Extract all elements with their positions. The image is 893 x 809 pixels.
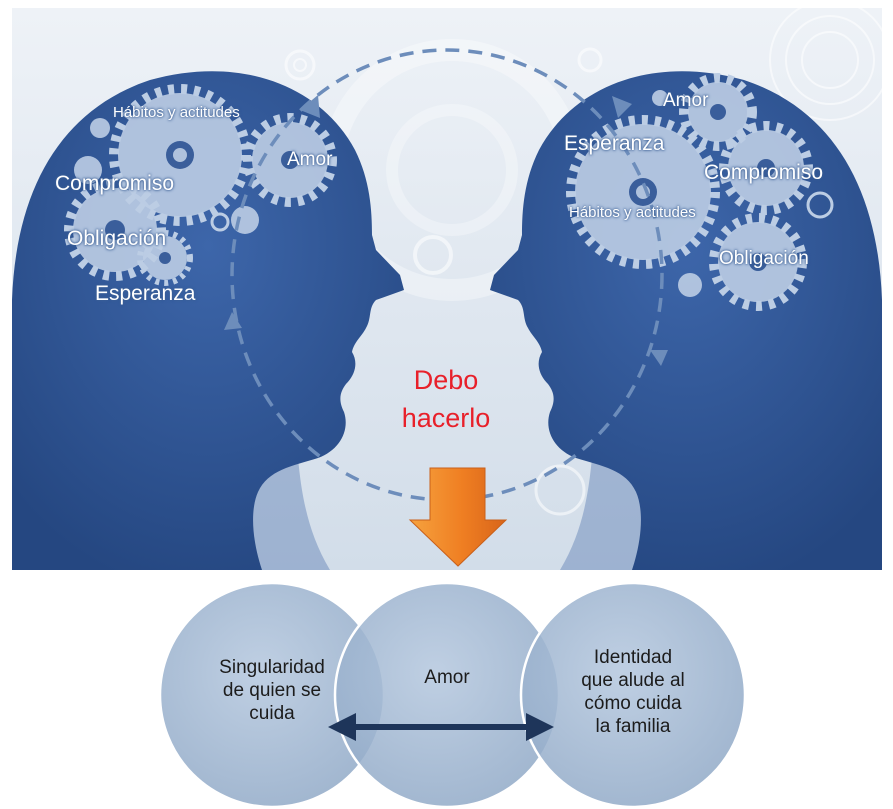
left-head-gears (73, 93, 328, 280)
right-label-commitment: Compromiso (704, 161, 824, 184)
venn-middle-text: Amor (424, 667, 470, 688)
right-label-habits: Hábitos y actitudes (569, 204, 696, 221)
right-label-obligation: Obligación (719, 248, 809, 269)
right-head-gears (575, 82, 834, 302)
venn-left-line: cuida (249, 703, 295, 724)
venn-diagram (158, 581, 747, 809)
right-gear-teeth (566, 73, 813, 311)
left-gear-teeth (64, 84, 337, 286)
left-label-obligation: Obligación (67, 227, 167, 250)
venn-left-line: de quien se (222, 680, 322, 701)
left-label-hope: Esperanza (95, 282, 196, 305)
center-text-line2: hacerlo (401, 403, 491, 433)
left-label-commitment: Compromiso (55, 172, 175, 195)
venn-right-line: cómo cuida (584, 693, 682, 714)
double-headed-arrow (328, 713, 554, 741)
right-label-hope: Esperanza (564, 132, 665, 155)
venn-left-line: Singularidad (219, 657, 325, 678)
venn-right-line: Identidad (593, 647, 673, 668)
right-label-love: Amor (663, 90, 709, 111)
down-arrow (408, 467, 508, 567)
left-label-love: Amor (287, 149, 333, 170)
left-label-habits: Hábitos y actitudes (113, 104, 240, 121)
venn-right-text: Identidad que alude al cómo cuida la fam… (558, 646, 708, 738)
venn-right-line: la familia (595, 716, 671, 737)
illustration-panel (12, 8, 882, 571)
center-text-line1: Debo (413, 365, 479, 395)
cycle-arrowhead-right (650, 350, 668, 366)
venn-right-line: que alude al (581, 670, 685, 691)
cycle-arrowhead-top-left (300, 95, 320, 118)
cycle-arrowhead-top-right (612, 96, 632, 118)
venn-circle-right (519, 581, 747, 809)
venn-left-text: Singularidad de quien se cuida (192, 656, 352, 725)
cycle-arrowhead-left (224, 312, 242, 330)
